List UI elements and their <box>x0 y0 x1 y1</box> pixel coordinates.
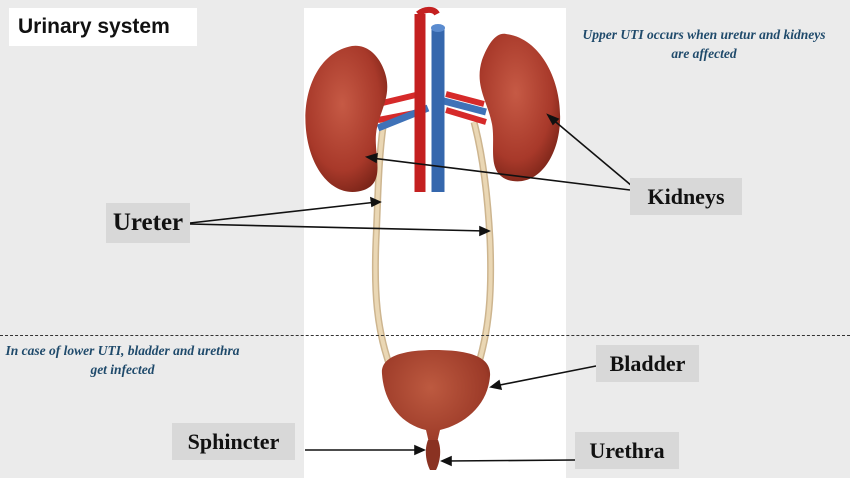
kidneys-label: Kidneys <box>630 178 742 215</box>
right-kidney <box>479 33 561 182</box>
lower-uti-note: In case of lower UTI, bladder and urethr… <box>5 343 240 377</box>
left-kidney <box>305 45 388 192</box>
bladder-shape <box>381 350 491 458</box>
pointer-arrows <box>189 113 633 467</box>
sphincter-label: Sphincter <box>172 423 295 460</box>
urethra-tube <box>425 440 441 470</box>
ureter-label: Ureter <box>106 203 190 243</box>
urethra-label: Urethra <box>575 432 679 469</box>
upper-uti-note: Upper UTI occurs when uretur and kidneys… <box>582 27 826 61</box>
page-title: Urinary system <box>9 8 197 46</box>
upper-lower-divider <box>0 335 850 336</box>
bladder-label: Bladder <box>596 345 699 382</box>
